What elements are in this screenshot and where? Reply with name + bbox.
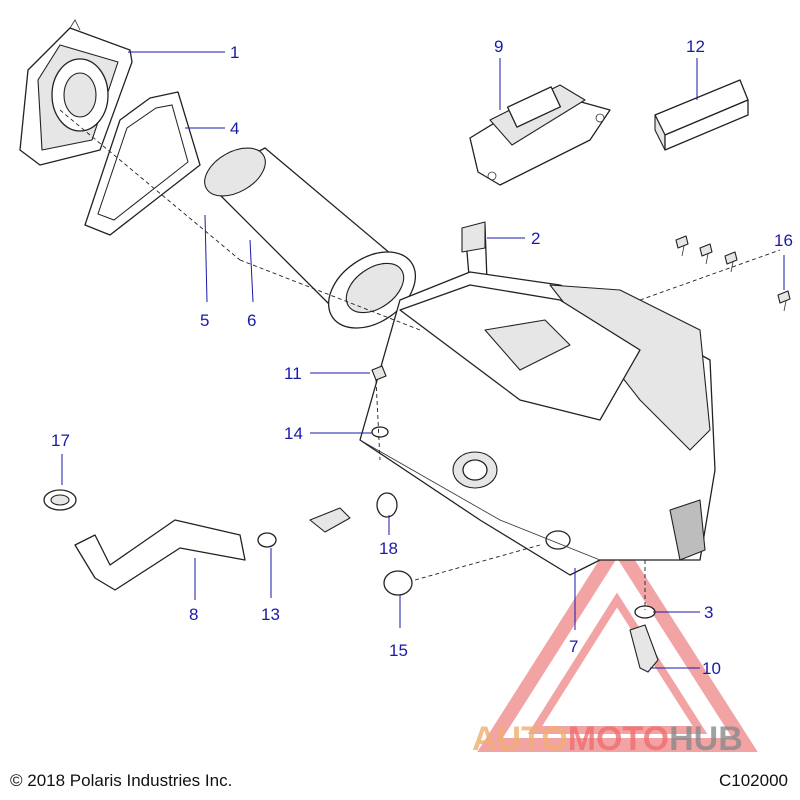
watermark-text: AUTOMOTOHUB (472, 720, 743, 758)
callout-15: 15 (389, 641, 408, 660)
svg-text:AUTOMOTOHUB: AUTOMOTOHUB (472, 720, 743, 758)
callout-6: 6 (247, 311, 256, 330)
part-10-drain-valve (629, 624, 659, 673)
callout-9: 9 (494, 37, 503, 56)
callout-7: 7 (569, 637, 578, 656)
callout-1: 1 (230, 43, 239, 62)
callout-5: 5 (200, 311, 209, 330)
diagram-code: C102000 (718, 771, 788, 790)
sensor (309, 507, 351, 533)
callout-2: 2 (531, 229, 540, 248)
part-18-grommet (376, 492, 398, 518)
part-8-hose (74, 519, 246, 591)
callout-13: 13 (261, 605, 280, 624)
part-12-foam-strip (654, 79, 749, 151)
part-11-bolt (371, 365, 387, 381)
part-4-gasket (84, 91, 201, 236)
part-6-air-filter (204, 147, 417, 329)
part-3-clamp (634, 605, 656, 619)
callout-17: 17 (51, 431, 70, 450)
callout-3: 3 (704, 603, 713, 622)
callout-10: 10 (702, 659, 721, 678)
part-7-airbox (359, 271, 716, 576)
callout-14: 14 (284, 424, 303, 443)
callout-labels: 1 4 5 6 9 12 2 16 11 14 17 18 8 13 15 7 … (51, 37, 793, 678)
watermark-logo (477, 531, 758, 752)
part-9-bracket (469, 84, 611, 186)
part-17-clamp (43, 489, 77, 511)
callout-4: 4 (230, 119, 239, 138)
callout-18: 18 (379, 539, 398, 558)
callout-11: 11 (284, 364, 302, 383)
copyright-text: © 2018 Polaris Industries Inc. (10, 771, 233, 790)
part-16-screws (675, 235, 791, 312)
assembly-lines (59, 109, 781, 610)
part-14-washer (371, 426, 389, 438)
callout-8: 8 (189, 605, 198, 624)
part-13-clamp (257, 532, 277, 548)
part-1-intake-cover (19, 19, 133, 166)
callout-12: 12 (686, 37, 705, 56)
leader-lines (61, 51, 785, 669)
part-15-plug (383, 570, 413, 596)
callout-16: 16 (774, 231, 793, 250)
